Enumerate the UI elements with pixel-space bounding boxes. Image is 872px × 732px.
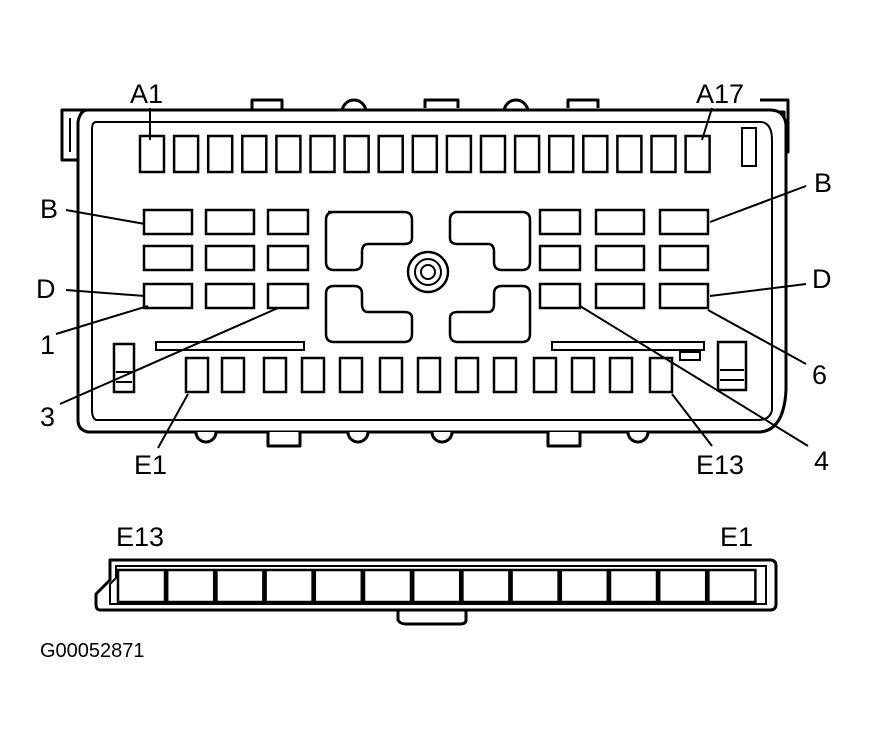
plug-cavity [608, 568, 659, 604]
cavity-bd-left [204, 244, 256, 272]
plug-cavity [559, 568, 610, 604]
cavity-a [582, 134, 609, 174]
connector-housing [60, 98, 790, 448]
cavity-a [479, 134, 507, 174]
e-row-plug: E13 E1 [94, 522, 778, 626]
cavity-bd-right [538, 244, 582, 272]
cavity-bd-right [538, 208, 582, 236]
label-pin-6: 6 [812, 360, 827, 390]
cavity-a [445, 134, 473, 174]
label-pin-4: 4 [814, 446, 829, 476]
plug-label-e13: E13 [116, 522, 164, 552]
cavity-bd-left [266, 282, 310, 310]
cavity-e [416, 356, 442, 394]
label-a1: A1 [130, 79, 163, 109]
cavity-e [454, 356, 480, 394]
cavity-a [241, 134, 268, 174]
cavity-e [220, 356, 246, 394]
label-b-left: B [40, 194, 58, 224]
plug-cavity [362, 568, 413, 604]
plug-cavity [116, 568, 167, 604]
plug-cavity [313, 568, 364, 604]
label-a17: A17 [696, 79, 744, 109]
plug-cavity [461, 568, 511, 604]
cavity-bd-right [658, 282, 710, 310]
cavity-e [648, 356, 674, 394]
label-e1: E1 [134, 450, 167, 480]
label-d-right: D [812, 264, 832, 294]
cavity-bd-right [538, 282, 582, 310]
cavity-e [184, 356, 210, 394]
plug-label-e1: E1 [720, 522, 753, 552]
plug-cavity [165, 568, 216, 604]
cavity-a [275, 134, 302, 174]
cavity-a [206, 134, 234, 174]
cavity-bd-left [142, 244, 194, 272]
plug-cavity [411, 568, 462, 604]
cavity-e [608, 356, 634, 394]
cavity-bd-left [142, 282, 194, 310]
cavity-a [650, 134, 677, 174]
plug-cavity [264, 568, 314, 604]
diagram-labels: A1 A17 B B D D 1 3 4 6 E1 E13 [36, 79, 832, 480]
label-pin-1: 1 [40, 330, 55, 360]
cavity-a [547, 134, 575, 174]
cavity-a [343, 134, 370, 174]
label-pin-3: 3 [40, 402, 55, 432]
cavity-e [338, 356, 364, 394]
cavity-a [684, 134, 711, 174]
cavity-a [377, 134, 404, 174]
label-b-right: B [814, 168, 832, 198]
plug-cavity [510, 568, 560, 604]
cavity-a [309, 134, 336, 174]
cavity-e [262, 356, 288, 394]
plug-cavity [707, 568, 757, 604]
cavity-bd-left [266, 244, 310, 272]
cavity-e [378, 356, 404, 394]
cavity-bd-right [594, 244, 646, 272]
terminal-cavities [138, 134, 711, 394]
cavity-e [570, 356, 596, 394]
cavity-bd-left [266, 208, 310, 236]
cavity-a [172, 134, 200, 174]
plug-cavity [657, 568, 708, 604]
cavity-bd-left [204, 208, 256, 236]
cavity-bd-right [658, 208, 710, 236]
cavity-a [513, 134, 541, 174]
cavity-bd-left [142, 208, 194, 236]
cavity-bd-left [204, 282, 256, 310]
cavity-a [411, 134, 439, 174]
label-d-left: D [36, 274, 56, 304]
plug-cavity [215, 568, 265, 604]
cavity-a [616, 134, 643, 174]
cavity-e [532, 356, 558, 394]
cavity-e [492, 356, 518, 394]
cavity-e [300, 356, 326, 394]
cavity-bd-right [594, 282, 646, 310]
cavity-bd-right [594, 208, 646, 236]
cavity-bd-right [658, 244, 710, 272]
cavity-a [138, 134, 166, 174]
leader-lines [55, 107, 809, 449]
figure-id: G00052871 [40, 640, 145, 662]
label-e13: E13 [696, 450, 744, 480]
